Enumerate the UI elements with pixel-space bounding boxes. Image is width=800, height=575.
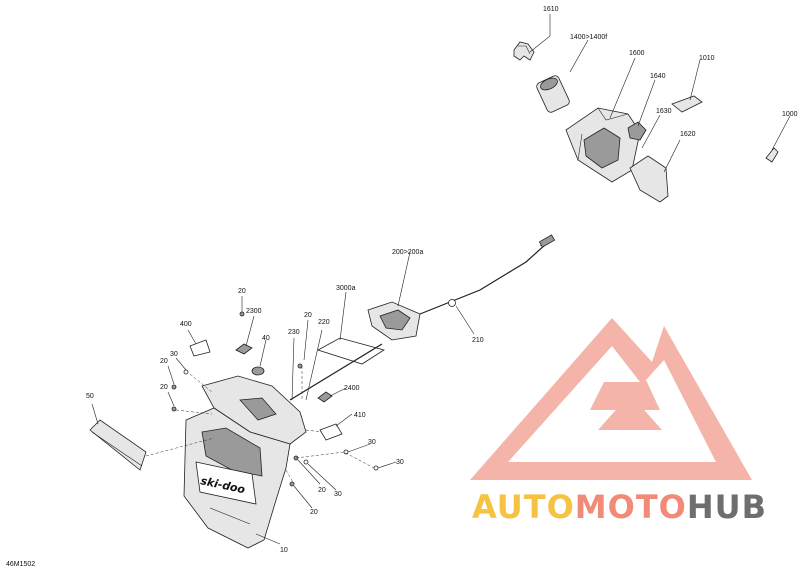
cable-indicator-assembly xyxy=(316,234,556,365)
flap-50 xyxy=(89,419,147,471)
ski-doo-logo: ski-doo xyxy=(195,461,257,505)
callout-1610: 1610 xyxy=(543,6,559,13)
callout-2400: 2400 xyxy=(344,385,360,392)
svg-text:AUTOMOTOHUB: AUTOMOTOHUB xyxy=(472,488,767,526)
callout-1640: 1640 xyxy=(650,73,666,80)
sticker-2300 xyxy=(235,343,253,355)
screw-20-c xyxy=(171,406,177,412)
screw-20-b xyxy=(171,384,177,390)
bulb-1400 xyxy=(536,75,570,113)
callout-labels: 1610 1400>1400f 1600 1010 1640 1630 1000… xyxy=(6,6,798,568)
callout-30-a: 30 xyxy=(170,351,178,358)
callout-230: 230 xyxy=(288,329,300,336)
housing-1600 xyxy=(565,107,641,183)
callout-410: 410 xyxy=(354,412,366,419)
nut-210 xyxy=(448,299,456,307)
callout-30-d: 30 xyxy=(334,491,342,498)
wordmark-auto: AUTO xyxy=(472,488,575,526)
callout-1010: 1010 xyxy=(699,55,715,62)
lens-1620 xyxy=(629,155,669,203)
sticker-2400 xyxy=(317,391,333,403)
gasket-1640 xyxy=(627,121,647,141)
callout-3000a: 3000a xyxy=(336,285,356,292)
sticker-1000 xyxy=(765,147,779,163)
automotohub-wordmark: AUTOMOTOHUB xyxy=(472,488,767,526)
cap-40 xyxy=(251,366,265,376)
callout-1400: 1400>1400f xyxy=(570,34,607,41)
panel-opening xyxy=(201,427,263,477)
wordmark-hub: HUB xyxy=(687,488,767,526)
sticker-400 xyxy=(189,339,211,357)
screw-20-d xyxy=(297,363,303,369)
front-panel-assembly: ski-doo xyxy=(89,296,397,549)
callout-220: 220 xyxy=(318,319,330,326)
callout-30-b: 30 xyxy=(368,439,376,446)
callout-20-e: 20 xyxy=(318,487,326,494)
callout-2300: 2300 xyxy=(246,308,262,315)
callout-210: 210 xyxy=(472,337,484,344)
wordmark-moto: MOTO xyxy=(575,488,687,526)
sticker-1010 xyxy=(671,95,703,113)
callout-1630: 1630 xyxy=(656,108,672,115)
callout-20-b: 20 xyxy=(304,312,312,319)
callout-1000: 1000 xyxy=(782,111,798,118)
callout-200: 200>200a xyxy=(392,249,423,256)
callout-10: 10 xyxy=(280,547,288,554)
washer-30-d xyxy=(303,459,309,465)
cable-200 xyxy=(409,243,547,319)
screw-20-a xyxy=(239,311,245,317)
automotohub-emblem xyxy=(470,318,752,480)
washer-30-a xyxy=(183,369,189,375)
callout-400: 400 xyxy=(180,321,192,328)
sticker-410 xyxy=(319,423,343,441)
washer-30-c xyxy=(373,465,379,471)
callout-20-f: 20 xyxy=(310,509,318,516)
emblem-inner-triangle xyxy=(598,394,662,430)
callout-20-a: 20 xyxy=(238,288,246,295)
callout-20-d: 20 xyxy=(160,384,168,391)
callout-40: 40 xyxy=(262,335,270,342)
callout-20-c: 20 xyxy=(160,358,168,365)
clip-1610 xyxy=(513,41,535,61)
sticker-3000a xyxy=(316,337,385,365)
emblem-inner-cut xyxy=(508,346,716,462)
screw-20-e xyxy=(289,481,295,487)
headlight-switch-assembly xyxy=(513,14,791,203)
callout-1600: 1600 xyxy=(629,50,645,57)
callout-30-c: 30 xyxy=(396,459,404,466)
callout-1620: 1620 xyxy=(680,131,696,138)
diagram-code: 46M1502 xyxy=(6,561,35,568)
callout-50: 50 xyxy=(86,393,94,400)
washer-30-b xyxy=(343,449,349,455)
